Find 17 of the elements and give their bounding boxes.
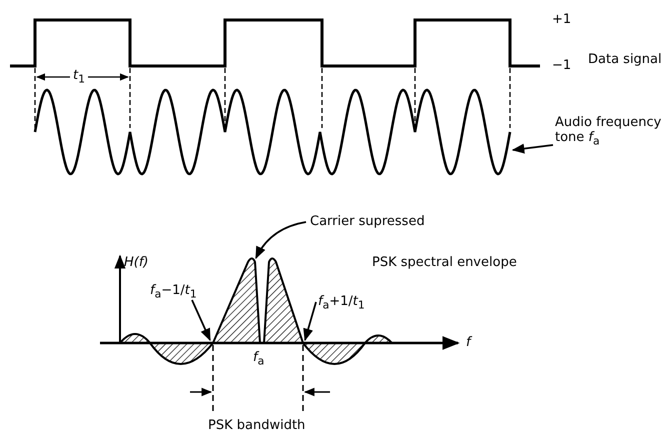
leader-line: [303, 302, 317, 342]
frequency-label: f$_{a}$: [253, 350, 264, 369]
axis-value: −1: [552, 58, 572, 73]
axis-title: f: [466, 335, 471, 350]
leader-line: [191, 300, 211, 342]
dimension-label: PSK bandwidth: [208, 418, 306, 433]
signal-name: Data signal: [588, 52, 662, 67]
axis-value: +1: [552, 12, 572, 27]
chart-title: PSK spectral envelope: [372, 255, 517, 270]
leader-line: [512, 144, 554, 154]
leader-label: Audio frequency tone f$_{a}$: [555, 115, 662, 145]
callout-text: Carrier supressed: [310, 214, 425, 229]
axis-title: H(f): [124, 255, 148, 270]
sine-waveform: [34, 88, 512, 176]
frequency-label: f$_{a}$−1/t$_{1}$: [150, 283, 197, 298]
leader-line: [255, 221, 306, 260]
frequency-label: f$_{a}$+1/t$_{1}$: [318, 294, 365, 309]
